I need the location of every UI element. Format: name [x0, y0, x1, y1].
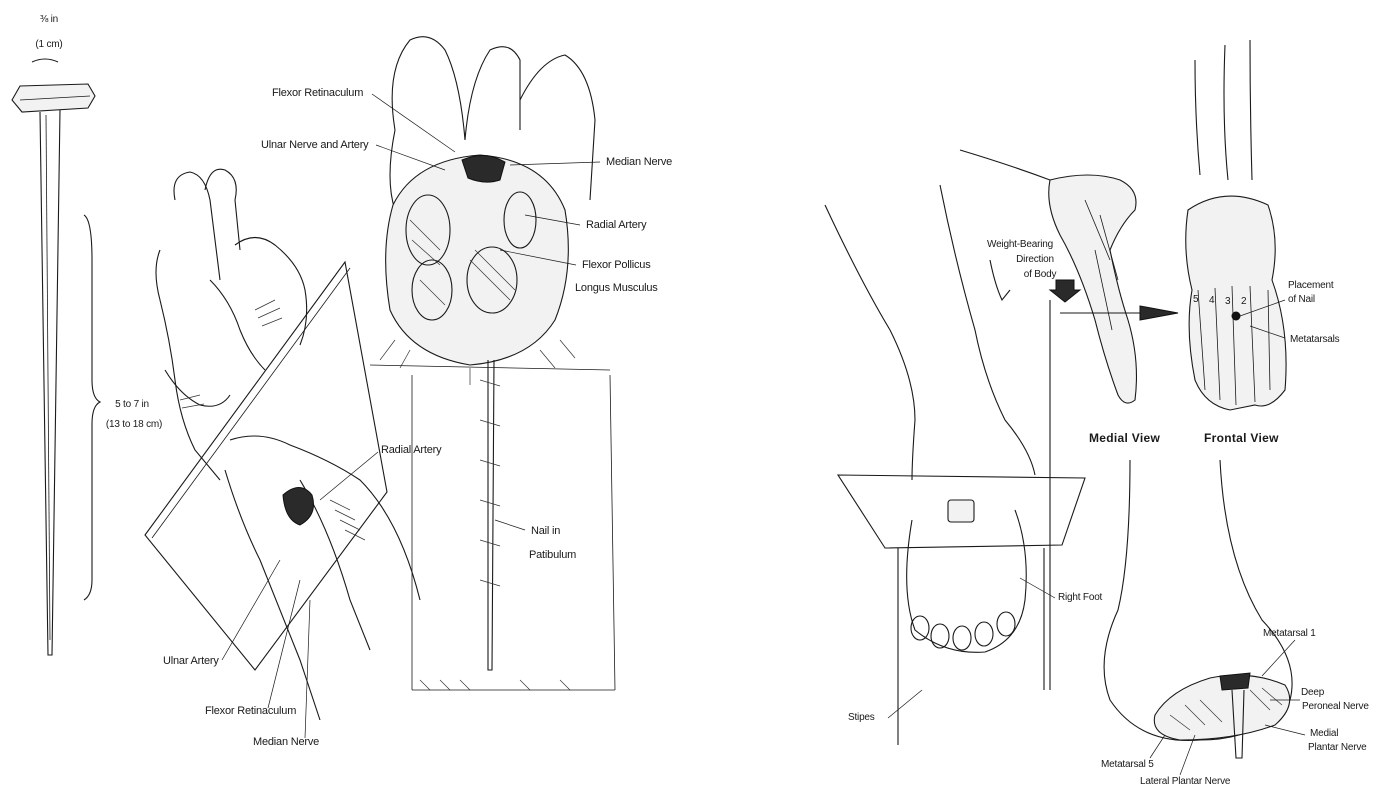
- nail-in-wood: [488, 360, 494, 670]
- nail-placement-dot: [1232, 312, 1241, 321]
- right-foot-label: Right Foot: [1058, 591, 1102, 604]
- nail-in-label: Nail in: [531, 525, 560, 538]
- hand-drawing: [145, 169, 420, 720]
- median-nerve-label: Median Nerve: [606, 156, 672, 169]
- radial-artery-label: Radial Artery: [586, 219, 646, 232]
- weight-direction-arrow: [1050, 280, 1080, 302]
- frontal-view-label: Frontal View: [1204, 432, 1279, 445]
- metatarsals-label: Metatarsals: [1290, 333, 1340, 346]
- weight-bearing-label: Weight-Bearing: [975, 238, 1065, 251]
- nail-drawing: [12, 59, 100, 655]
- patibulum-board: [145, 262, 387, 670]
- ulnar-nerve-artery-label: Ulnar Nerve and Artery: [261, 139, 368, 152]
- toe-number-4: 4: [1209, 294, 1214, 307]
- head-width-brace: [32, 59, 58, 62]
- metatarsal-1-label: Metatarsal 1: [1263, 627, 1316, 640]
- flexor-pollicus-longus-label: Longus Musculus: [575, 282, 658, 295]
- of-nail-label: of Nail: [1288, 293, 1315, 306]
- stipes-label: Stipes: [848, 711, 875, 724]
- lateral-plantar-nerve-label: Lateral Plantar Nerve: [1140, 775, 1230, 788]
- median-nerve-bottom-label: Median Nerve: [253, 736, 319, 749]
- metatarsal-5-label: Metatarsal 5: [1101, 758, 1154, 771]
- patibulum-label: Patibulum: [529, 549, 576, 562]
- ulnar-artery-label: Ulnar Artery: [163, 655, 219, 668]
- foot-nail-head: [948, 500, 974, 522]
- toe-number-5: 5: [1193, 293, 1198, 306]
- nail-direction-arrow: [1140, 306, 1178, 320]
- foot-drawing: [825, 40, 1292, 758]
- weight-direction-label: Direction: [995, 253, 1075, 266]
- median-nerve-mark: [462, 155, 505, 182]
- flexor-retinaculum-bottom-label: Flexor Retinaculum: [205, 705, 296, 718]
- flexor-retinaculum-label: Flexor Retinaculum: [272, 87, 363, 100]
- frontal-view-bones: [1186, 196, 1286, 410]
- nail-length-label: 5 to 7 in: [104, 398, 160, 411]
- medial-label: Medial: [1310, 727, 1338, 740]
- toe-number-3: 3: [1225, 295, 1230, 308]
- nail-length-metric-label: (13 to 18 cm): [96, 418, 172, 431]
- wrist-section-drawing: [370, 37, 615, 690]
- placement-label: Placement: [1288, 279, 1333, 292]
- wrist-cross-section: [386, 155, 569, 365]
- flexor-pollicus-label: Flexor Pollicus: [582, 259, 651, 272]
- stipes-post: [898, 548, 1044, 745]
- nail-shaft: [40, 110, 60, 655]
- toe-number-2: 2: [1241, 295, 1246, 308]
- peroneal-nerve-label: Peroneal Nerve: [1302, 700, 1369, 713]
- nail-head-width-label: ⅜ in: [34, 13, 64, 26]
- deep-label: Deep: [1301, 686, 1324, 699]
- length-brace: [84, 215, 100, 600]
- nail-head-width-metric-label: (1 cm): [30, 38, 68, 51]
- radial-artery-side-label: Radial Artery: [381, 444, 441, 457]
- right-foot: [907, 510, 1027, 652]
- wrist-nail-head: [283, 488, 314, 526]
- of-body-label: of Body: [1000, 268, 1080, 281]
- medial-plantar-nerve-label: Plantar Nerve: [1308, 741, 1367, 754]
- medial-view-label: Medial View: [1089, 432, 1160, 445]
